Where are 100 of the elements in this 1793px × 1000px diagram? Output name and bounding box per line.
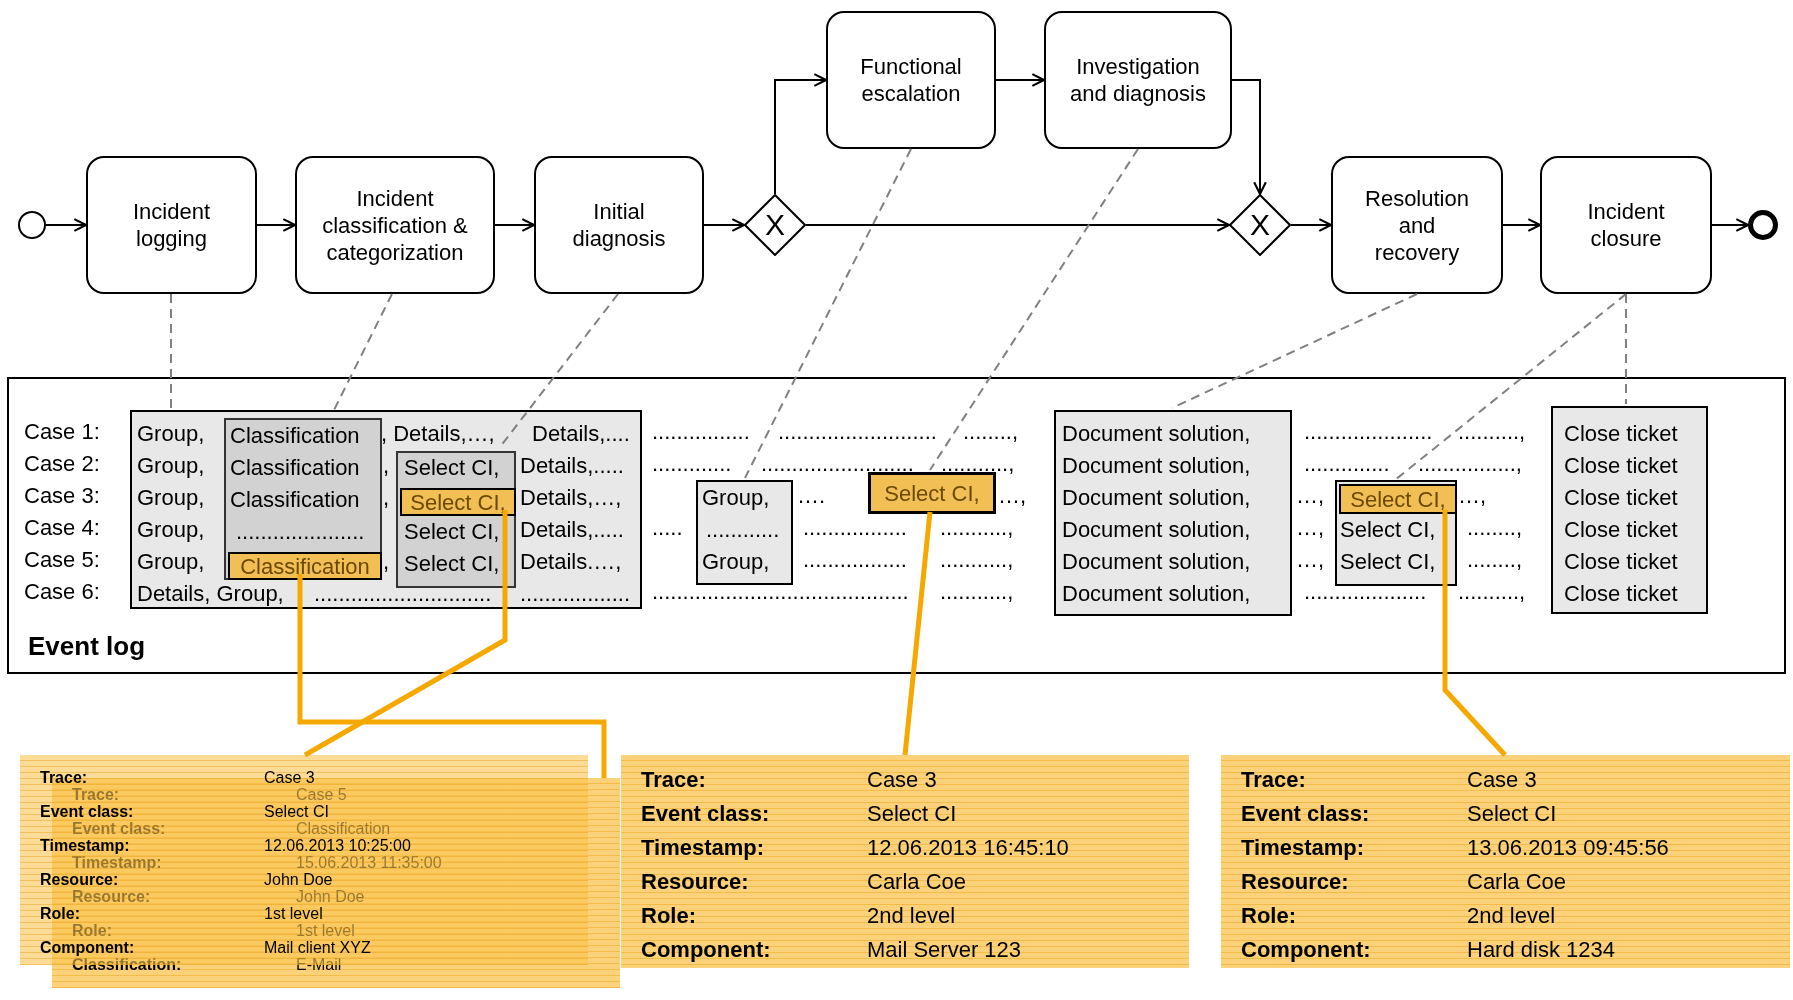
event-text: , bbox=[383, 452, 390, 480]
field-value: Carla Coe bbox=[867, 872, 968, 892]
field-value: Case 5 bbox=[296, 785, 348, 805]
event-text: Close ticket bbox=[1564, 548, 1678, 576]
event-text: Document solution, bbox=[1062, 484, 1251, 512]
process-box: Incident classification & categorization bbox=[295, 156, 495, 294]
case-label: Case 2: bbox=[24, 450, 100, 478]
event-text: , bbox=[383, 548, 390, 576]
event-text: Select CI, bbox=[1340, 516, 1436, 544]
event-text: Group, bbox=[137, 548, 205, 576]
field-value: 13.06.2013 09:45:56 bbox=[1467, 838, 1670, 858]
event-log-panel bbox=[7, 377, 1786, 674]
highlighted-event: Select CI, bbox=[1339, 484, 1457, 514]
field-value: 2nd level bbox=[1467, 906, 1557, 926]
event-text: …, bbox=[1296, 482, 1325, 510]
event-text: Details,.... bbox=[532, 420, 630, 448]
event-text: Select CI, bbox=[404, 454, 500, 482]
event-text: Document solution, bbox=[1062, 548, 1251, 576]
event-text: Close ticket bbox=[1564, 452, 1678, 480]
event-text: , bbox=[383, 484, 390, 512]
highlight-connector bbox=[902, 511, 933, 756]
flow-arrow bbox=[703, 218, 746, 232]
process-box: Incident logging bbox=[86, 156, 257, 294]
event-text: Details,..... bbox=[520, 452, 624, 480]
field-value: 1st level bbox=[296, 921, 356, 941]
field-value: Classification bbox=[296, 819, 392, 839]
dotted-filler: ..........., bbox=[940, 514, 1014, 542]
leader-line bbox=[744, 148, 912, 479]
field-label: Timestamp: bbox=[1241, 838, 1366, 858]
field-label: Timestamp: bbox=[641, 838, 766, 858]
dotted-filler: .........., bbox=[1458, 578, 1526, 606]
field-value: 2nd level bbox=[867, 906, 957, 926]
field-label: Role: bbox=[1241, 906, 1297, 926]
field-value: 12.06.2013 10:25:00 bbox=[264, 836, 412, 856]
dotted-filler: .................... bbox=[1304, 578, 1427, 606]
highlight-connector bbox=[1442, 510, 1507, 757]
field-value: Mail Server 123 bbox=[867, 940, 1023, 960]
dotted-filler: .......................... bbox=[778, 418, 937, 446]
field-label: Resource: bbox=[40, 871, 120, 890]
event-text: Close ticket bbox=[1564, 516, 1678, 544]
field-value: E-Mail bbox=[296, 955, 343, 975]
event-group-box bbox=[396, 451, 516, 588]
field-value: John Doe bbox=[264, 870, 334, 890]
highlighted-event: Classification bbox=[228, 552, 382, 580]
process-box: Initial diagnosis bbox=[534, 156, 704, 294]
field-label: Role: bbox=[72, 921, 113, 941]
field-label: Resource: bbox=[72, 887, 152, 907]
field-label: Component: bbox=[40, 938, 136, 958]
flow-arrow bbox=[45, 218, 88, 232]
event-detail-card bbox=[621, 755, 1189, 968]
event-text: Group, bbox=[137, 516, 205, 544]
field-label: Role: bbox=[641, 906, 697, 926]
event-text: Document solution, bbox=[1062, 516, 1251, 544]
flow-arrow bbox=[1502, 218, 1542, 232]
event-group-box bbox=[696, 480, 793, 585]
event-text: Classification bbox=[230, 422, 360, 450]
event-text: Close ticket bbox=[1564, 484, 1678, 512]
highlighted-event: Select CI, bbox=[400, 488, 516, 516]
field-value: John Doe bbox=[296, 887, 366, 907]
process-box: Investigation and diagnosis bbox=[1044, 11, 1232, 149]
field-value: 15.06.2013 11:35:00 bbox=[296, 853, 443, 873]
case-label: Case 3: bbox=[24, 482, 100, 510]
leader-line bbox=[1394, 293, 1627, 481]
field-label: Trace: bbox=[40, 768, 89, 788]
process-box: Incident closure bbox=[1540, 156, 1712, 294]
event-text: Details,..... bbox=[520, 516, 624, 544]
dotted-filler: ..........., bbox=[940, 546, 1014, 574]
dotted-filler: ..................... bbox=[236, 518, 365, 546]
event-text: Select CI, bbox=[404, 518, 500, 546]
field-label: Event class: bbox=[72, 819, 167, 839]
case-label: Case 1: bbox=[24, 418, 100, 446]
field-value: 1st level bbox=[264, 904, 324, 924]
dotted-filler: .........., bbox=[1458, 418, 1526, 446]
highlight-connector bbox=[303, 510, 508, 758]
leader-line bbox=[929, 148, 1139, 471]
field-label: Timestamp: bbox=[72, 854, 163, 873]
field-label: Trace: bbox=[641, 770, 707, 790]
event-text: Close ticket bbox=[1564, 420, 1678, 448]
event-text: Close ticket bbox=[1564, 580, 1678, 608]
flow-arrow bbox=[494, 218, 536, 232]
process-box: Functional escalation bbox=[826, 11, 996, 149]
case-label: Case 5: bbox=[24, 546, 100, 574]
field-label: Resource: bbox=[1241, 872, 1350, 892]
field-value: Carla Coe bbox=[1467, 872, 1568, 892]
field-value: Select CI bbox=[867, 804, 958, 824]
event-text: Group, bbox=[137, 420, 205, 448]
field-label: Component: bbox=[1241, 940, 1372, 960]
event-text: Classification bbox=[230, 454, 360, 482]
flow-arrow bbox=[1711, 218, 1750, 232]
event-text: Select CI, bbox=[404, 550, 500, 578]
event-text: …, bbox=[998, 482, 1027, 510]
dotted-filler: ................, bbox=[1418, 450, 1522, 478]
field-value: Case 3 bbox=[264, 768, 316, 788]
dotted-filler: ........, bbox=[1467, 514, 1522, 542]
dotted-filler: ........, bbox=[963, 418, 1018, 446]
dotted-filler: ........, bbox=[1467, 546, 1522, 574]
event-group-box bbox=[130, 410, 642, 609]
flow-arrow bbox=[805, 218, 1231, 232]
case-label: Case 4: bbox=[24, 514, 100, 542]
dotted-filler: ..... bbox=[652, 514, 683, 542]
